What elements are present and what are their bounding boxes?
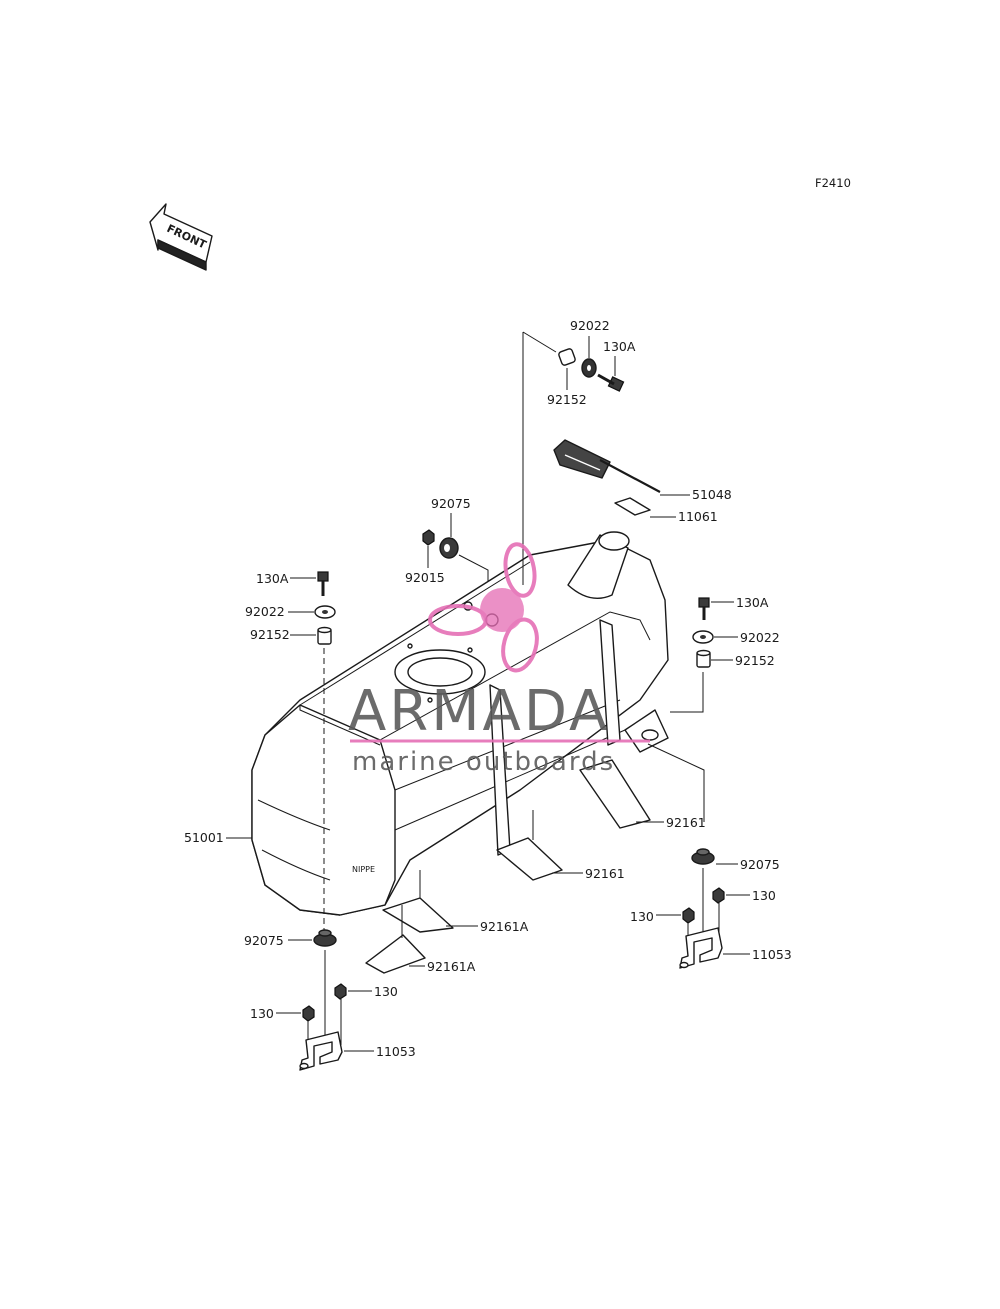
washer-92022-right (692, 630, 714, 644)
figure-code: F2410 (815, 176, 851, 190)
label-92022-top: 92022 (570, 318, 610, 333)
fuel-tank: NIPPE (251, 531, 669, 916)
label-51048: 51048 (692, 487, 732, 502)
collar-92152-left (317, 626, 332, 645)
collar-92152-right (696, 649, 711, 668)
watermark-tagline: marine outboards (352, 747, 615, 777)
label-92161-a: 92161 (666, 815, 706, 830)
label-11061: 11061 (678, 509, 718, 524)
collar-92152-top (558, 348, 576, 366)
label-92161A-a: 92161A (480, 919, 529, 934)
fuel-cap-51048 (553, 439, 661, 493)
pad-92161A-lower (365, 934, 426, 974)
washer-92022-top (581, 358, 597, 378)
label-92022-right: 92022 (740, 630, 780, 645)
pad-92161-right (579, 759, 651, 829)
nut-92015 (422, 529, 435, 546)
label-130-right-b: 130 (630, 909, 654, 924)
label-130A-top: 130A (603, 339, 636, 354)
label-130A-right: 130A (736, 595, 769, 610)
label-11053-right: 11053 (752, 947, 792, 962)
label-51001: 51001 (184, 830, 224, 845)
bracket-11053-left (299, 1031, 343, 1071)
label-92075-top: 92075 (431, 496, 471, 511)
armada-watermark-logo: ARMADA marine outboards (348, 542, 650, 777)
label-92075-right: 92075 (740, 857, 780, 872)
watermark-brand: ARMADA (348, 679, 610, 744)
tank-embossed-label: NIPPE (352, 865, 375, 874)
bolt-130A-top (597, 373, 625, 392)
label-92161A-b: 92161A (427, 959, 476, 974)
label-92152-right: 92152 (735, 653, 775, 668)
label-130-left-a: 130 (374, 984, 398, 999)
grommet-92075-top (439, 537, 459, 559)
bolt-130A-left (317, 571, 329, 596)
front-arrow-icon: FRONT (149, 203, 213, 271)
washer-92022-left (314, 605, 336, 619)
label-11053-left: 11053 (376, 1044, 416, 1059)
bolt-130-left-a (334, 983, 347, 1000)
bolt-130A-right (698, 597, 710, 620)
pad-92161A-upper (382, 897, 454, 933)
label-92015: 92015 (405, 570, 445, 585)
label-130-right-a: 130 (752, 888, 776, 903)
bolt-130-left-b (302, 1005, 315, 1022)
label-92152-left: 92152 (250, 627, 290, 642)
label-130A-left: 130A (256, 571, 289, 586)
label-92161-b: 92161 (585, 866, 625, 881)
label-92022-left: 92022 (245, 604, 285, 619)
grommet-92075-left (313, 929, 337, 947)
label-92152-top: 92152 (547, 392, 587, 407)
label-130-left-b: 130 (250, 1006, 274, 1021)
pad-92161-mid (496, 837, 563, 881)
gasket-11061 (614, 497, 651, 516)
bracket-11053-right (679, 927, 723, 969)
label-92075-left: 92075 (244, 933, 284, 948)
grommet-92075-right (691, 848, 715, 865)
bolt-130-right-a (712, 887, 725, 904)
bolt-130-right-b (682, 907, 695, 924)
